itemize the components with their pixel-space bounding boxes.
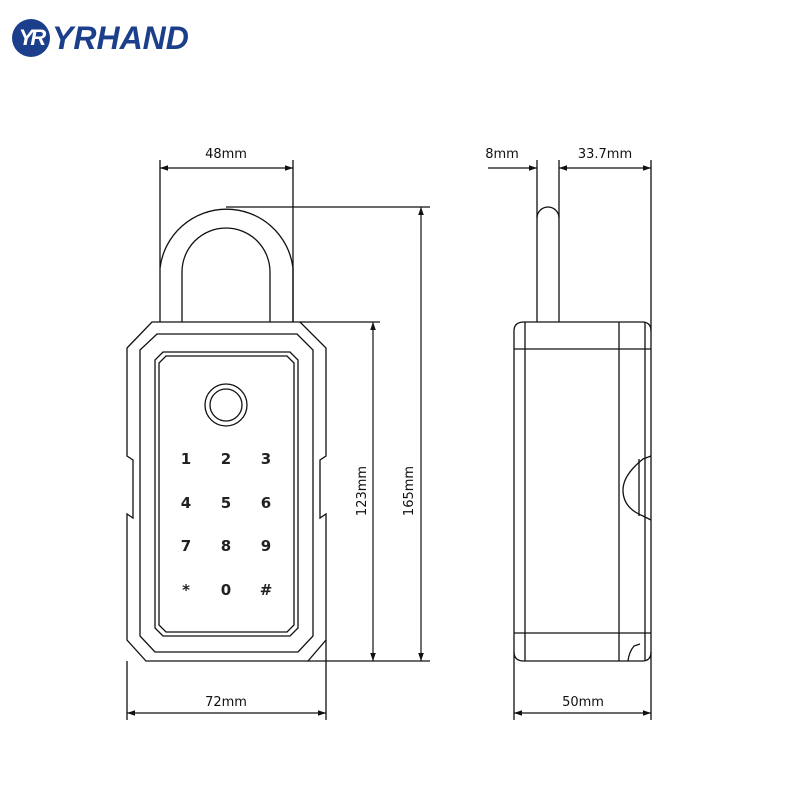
key-star: * [182, 581, 190, 599]
key-3: 3 [261, 450, 271, 468]
front-view-body [126, 321, 327, 662]
brand-mark-icon: YR [12, 19, 50, 57]
key-2: 2 [221, 450, 231, 468]
brand-name: YRHAND [52, 19, 189, 56]
dim-label-body-width: 72mm [205, 695, 247, 710]
key-0: 0 [221, 581, 231, 599]
side-view-body [513, 321, 652, 662]
key-6: 6 [261, 494, 271, 512]
key-4: 4 [181, 494, 191, 512]
side-view-shackle [536, 206, 560, 322]
dim-label-shackle-thickness: 8mm [485, 147, 519, 162]
keypad: 1 2 3 4 5 6 7 8 9 * 0 # [181, 450, 273, 599]
key-5: 5 [221, 494, 231, 512]
key-1: 1 [181, 450, 191, 468]
key-hash: # [260, 581, 273, 599]
key-7: 7 [181, 537, 191, 555]
dim-label-body-height: 123mm [355, 466, 370, 516]
key-9: 9 [261, 537, 271, 555]
key-8: 8 [221, 537, 231, 555]
brand-logo: YR YRHAND [12, 18, 189, 58]
front-view-shackle [159, 208, 294, 322]
dim-label-shackle-width: 48mm [205, 147, 247, 162]
dim-label-shackle-offset: 33.7mm [578, 147, 632, 162]
dim-label-total-height: 165mm [402, 466, 417, 516]
dim-label-body-depth: 50mm [562, 695, 604, 710]
